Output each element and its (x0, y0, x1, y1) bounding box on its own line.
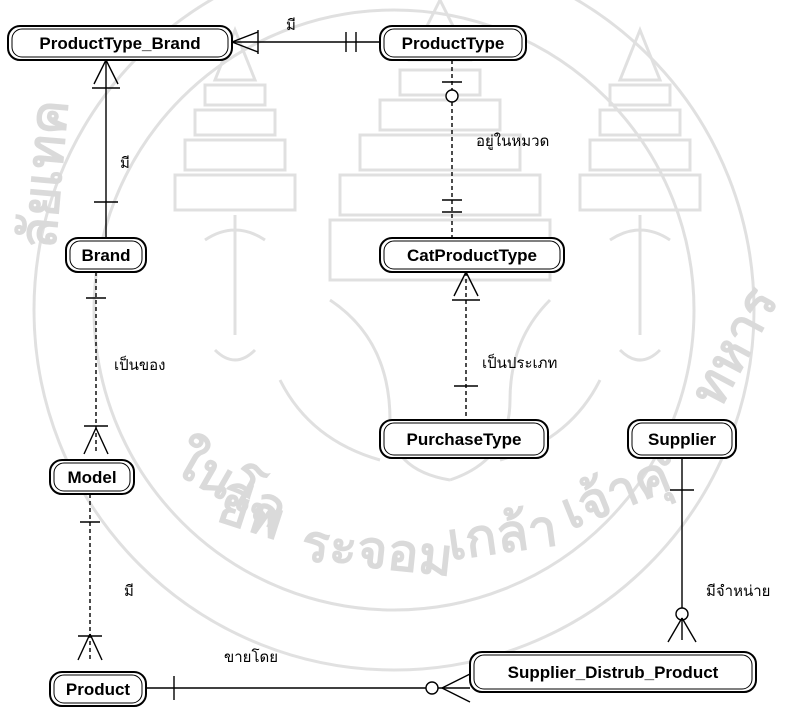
entity-model[interactable]: Model (49, 459, 135, 495)
rel-supplier-sdp: มีจำหน่าย (667, 458, 770, 643)
entity-label: Model (67, 468, 116, 487)
svg-text:เกล้า: เกล้า (443, 498, 561, 573)
entity-label: Supplier (648, 430, 716, 449)
entity-label: Brand (81, 246, 130, 265)
rel-label-supplier-sdp: มีจำหน่าย (706, 582, 770, 600)
entity-label: CatProductType (407, 246, 537, 265)
entity-label: Supplier_Distrub_Product (508, 663, 719, 682)
entity-label: PurchaseType (407, 430, 522, 449)
entity-product-type[interactable]: ProductType (379, 25, 527, 61)
rel-brand-model: เป็นของ (83, 272, 166, 455)
rel-label-cat-purchase: เป็นประเภท (482, 353, 557, 372)
watermark-seal: ในโล ยีพ ระจอม เกล้า เจ้าคุ ณ ทหาร ลัยเท… (8, 0, 788, 672)
rel-brand-ptb: มี (92, 59, 130, 238)
rel-label-ptb-pt: มี (286, 16, 296, 34)
entity-product-type-brand[interactable]: ProductType_Brand (7, 25, 233, 61)
rel-label-model-product: มี (124, 582, 134, 600)
svg-text:ระจอม: ระจอม (299, 513, 456, 589)
rel-label-brand-model: เป็นของ (114, 355, 166, 374)
entity-brand[interactable]: Brand (65, 237, 147, 273)
rel-label-pt-cat: อยู่ในหมวด (476, 132, 549, 150)
rel-cat-purchase: เป็นประเภท (452, 271, 557, 420)
entity-product[interactable]: Product (49, 671, 147, 707)
rel-label-brand-ptb: มี (120, 154, 130, 172)
svg-text:ลัยเทค: ลัยเทค (8, 97, 81, 251)
rel-pt-cat: อยู่ในหมวด (442, 60, 549, 238)
entity-cat-product-type[interactable]: CatProductType (379, 237, 565, 273)
entity-label: ProductType_Brand (39, 34, 200, 53)
entity-purchase-type[interactable]: PurchaseType (379, 419, 549, 459)
rel-label-product-sdp: ขายโดย (224, 648, 278, 666)
rel-model-product: มี (77, 494, 134, 661)
entity-label: ProductType (402, 34, 505, 53)
entity-supplier-distrub-product[interactable]: Supplier_Distrub_Product (469, 651, 757, 693)
entity-supplier[interactable]: Supplier (627, 419, 737, 459)
entity-label: Product (66, 680, 131, 699)
rel-ptb-pt: มี (231, 16, 382, 54)
rel-product-sdp: ขายโดย (146, 648, 471, 703)
